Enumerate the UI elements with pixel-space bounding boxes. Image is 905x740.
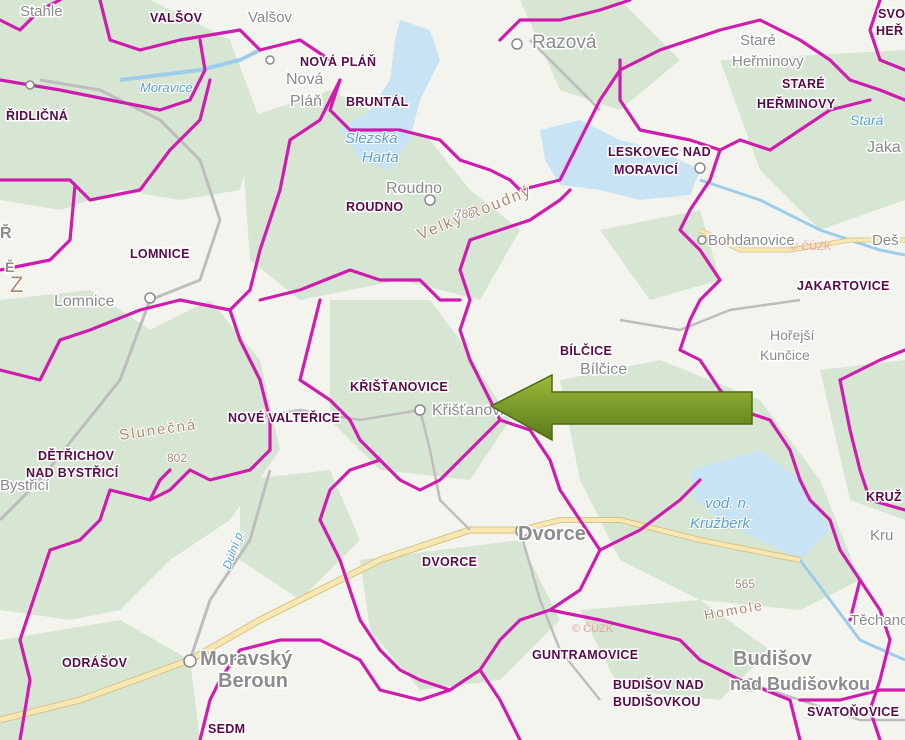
arrow-left-icon bbox=[489, 373, 753, 442]
town-marker-bohdanovice bbox=[697, 235, 707, 245]
water-label-moravice: Moravice bbox=[140, 80, 193, 95]
settlement-label-r: Ř bbox=[0, 223, 12, 242]
town-marker-krisstanovice bbox=[414, 404, 426, 416]
municipality-label-leskovec-nad: LESKOVEC NAD bbox=[608, 145, 711, 159]
cuzk-watermark: © ČÚZK bbox=[572, 622, 614, 635]
settlement-label-moravsky: Moravský bbox=[200, 648, 293, 670]
settlement-label-bohdanovice: Bohdanovice bbox=[708, 232, 795, 249]
settlement-label-roudno: Roudno bbox=[386, 180, 442, 197]
municipality-label-nova-plan: NOVÁ PLÁŇ bbox=[300, 54, 376, 69]
settlement-label-bystrici: Bystřicí bbox=[0, 477, 50, 494]
municipality-label-nad-bystrici: NAD BYSTŘICÍ bbox=[26, 465, 119, 480]
water-label-vod-n: vod. n. bbox=[705, 495, 750, 512]
municipality-label-kristanovice: KŘIŠŤANOVICE bbox=[350, 379, 448, 394]
settlement-label-lomnice: Lomnice bbox=[54, 293, 115, 310]
municipality-label-moravici: MORAVICÍ bbox=[614, 162, 678, 177]
municipality-label-bruntal: BRUNTÁL bbox=[346, 94, 409, 109]
river-east bbox=[699, 178, 905, 257]
settlement-label-jaka: Jaka bbox=[867, 139, 901, 156]
town-marker-ridlicna bbox=[25, 80, 35, 90]
settlement-label-budisov: Budišov bbox=[733, 648, 813, 670]
settlement-label-herminovy: Heřminovy bbox=[732, 53, 804, 70]
settlement-label-nova: Nová bbox=[286, 71, 323, 88]
settlement-label-kuncice: Kunčice bbox=[760, 347, 810, 363]
municipality-label-ridlicna: ŘIDLIČNÁ bbox=[6, 108, 68, 123]
settlement-label-plan: Pláň bbox=[290, 93, 322, 110]
settlement-label-z: Z bbox=[10, 272, 25, 297]
settlement-label-dvorce: Dvorce bbox=[518, 523, 586, 545]
municipality-label-valsov: VALŠOV bbox=[150, 10, 203, 25]
town-marker-moravsky-beroun bbox=[183, 654, 197, 668]
kruzberk-reservoir bbox=[690, 450, 830, 560]
municipality-label-nove-valterice: NOVÉ VALTEŘICE bbox=[228, 410, 340, 425]
slezska-harta-reservoir bbox=[340, 20, 440, 170]
settlement-label-e: Ě bbox=[5, 258, 14, 275]
water-label-stara: Stará bbox=[850, 112, 884, 128]
elevation-802: 802 bbox=[167, 451, 187, 465]
municipality-label-sedm: SEDM bbox=[208, 722, 245, 736]
settlement-label-des: Deš bbox=[872, 232, 899, 249]
municipality-label-odrasov: ODRÁŠOV bbox=[62, 655, 128, 670]
settlement-label-beroun: Beroun bbox=[218, 670, 288, 692]
settlement-markers bbox=[25, 38, 757, 692]
water-bodies bbox=[119, 20, 905, 662]
water-label-kruzberk: Kružberk bbox=[690, 515, 752, 532]
municipality-label-budisovkou: BUDIŠOVKOU bbox=[613, 694, 701, 709]
settlement-label-valsov: Valšov bbox=[248, 9, 292, 26]
municipality-label-lomnice: LOMNICE bbox=[130, 247, 190, 261]
municipality-label-detrichov: DĚTŘICHOV bbox=[38, 448, 115, 463]
municipality-label-roudno: ROUDNO bbox=[346, 200, 403, 214]
municipality-label-bilcice: BÍLČICE bbox=[560, 343, 612, 358]
town-marker-roudno bbox=[424, 194, 436, 206]
municipality-label-her: HEŘ bbox=[876, 23, 903, 38]
settlement-label-stahle: Stahle bbox=[20, 3, 63, 20]
settlement-label-stare: Staré bbox=[740, 32, 776, 49]
settlement-label-razova: Razová bbox=[532, 32, 597, 53]
town-marker-lomnice bbox=[144, 292, 156, 304]
elevation-565: 565 bbox=[735, 577, 755, 591]
municipality-label-jakartovice: JAKARTOVICE bbox=[797, 279, 890, 293]
municipality-label-budisov-nad: BUDIŠOV NAD bbox=[613, 677, 704, 692]
town-marker-razova bbox=[511, 38, 523, 50]
municipality-label-stare: STARÉ bbox=[782, 76, 825, 91]
settlement-label-bilcice: Bílčice bbox=[580, 361, 627, 378]
town-marker-leskovec bbox=[694, 162, 706, 174]
settlement-label-nad-budisovkou: nad Budišovkou bbox=[730, 674, 870, 694]
water-label-harta: Harta bbox=[362, 149, 399, 166]
town-marker-dvorce bbox=[515, 524, 529, 538]
river-south bbox=[798, 559, 905, 662]
elevation-780: 780 bbox=[455, 207, 475, 221]
town-marker-nova-plan bbox=[265, 55, 275, 65]
moravice-river bbox=[119, 48, 261, 82]
municipality-label-herminovy: HEŘMINOVY bbox=[757, 96, 836, 111]
water-label-slezska: Slezská bbox=[345, 130, 398, 147]
settlement-label-kru: Kru bbox=[870, 527, 893, 544]
municipality-label-dvorce: DVORCE bbox=[422, 555, 477, 569]
municipality-label-svo: SVO bbox=[878, 7, 905, 21]
municipality-label-svatonovice: SVATOŇOVICE bbox=[807, 704, 899, 719]
municipality-label-kruz: KRUŽ bbox=[866, 489, 902, 504]
settlement-label-horejsi: Hořejší bbox=[770, 327, 814, 343]
settlement-label-techanov: Těchanov bbox=[850, 612, 905, 629]
cuzk-watermark-2: © ČÚZK bbox=[790, 240, 832, 253]
municipality-label-guntramovice: GUNTRAMOVICE bbox=[532, 648, 638, 662]
town-marker-budisov bbox=[743, 678, 757, 692]
